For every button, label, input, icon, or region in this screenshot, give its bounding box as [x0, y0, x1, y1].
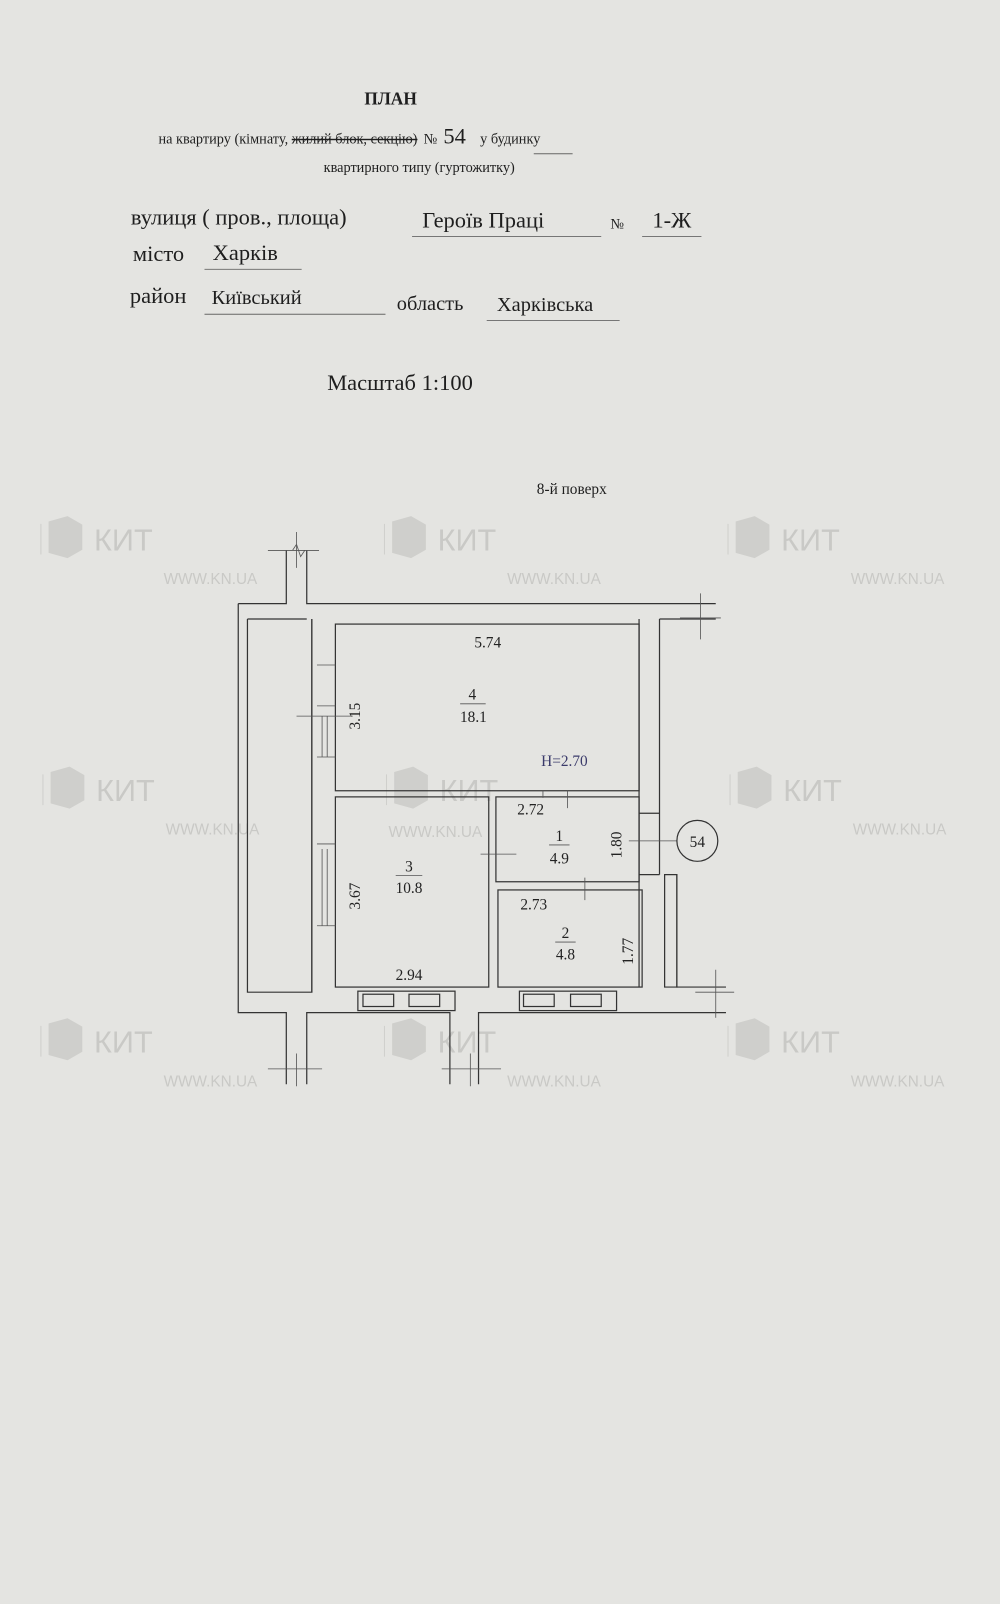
street-value: Героїв Праці — [422, 207, 544, 232]
watermark-url: WWW.KN.UA — [851, 1073, 945, 1090]
inner-walls — [311, 618, 678, 993]
header-line-2: квартирного типу (гуртожитку) — [324, 160, 515, 176]
number-sign: № — [424, 132, 438, 148]
watermarks: КИТ WWW.KN.UA КИТ WWW.KN.UA КИТ WWW.KN.UA К… — [40, 516, 947, 1090]
room-4-area: 18.1 — [460, 709, 487, 726]
watermark-brand: КИТ — [438, 523, 497, 557]
break-mark — [441, 1053, 502, 1087]
balcony-doors — [316, 664, 336, 927]
watermark-logo-icon — [383, 516, 426, 559]
city-value: Харків — [213, 240, 278, 265]
watermark-logo-icon — [42, 766, 85, 809]
watermark-logo-icon — [727, 1018, 770, 1061]
street-label: вулиця ( пров., площа) — [131, 204, 347, 229]
region-value: Харківська — [497, 294, 593, 316]
dim-room2-depth: 1.77 — [620, 938, 637, 965]
room-2-number: 2 — [562, 925, 570, 942]
watermark-logo-icon — [40, 516, 83, 559]
break-mark — [267, 1053, 323, 1087]
house-number-label: № — [610, 216, 624, 232]
watermark-url: WWW.KN.UA — [853, 822, 947, 839]
dim-room1-width: 2.72 — [517, 801, 544, 818]
break-mark — [679, 593, 721, 640]
ceiling-height: H=2.70 — [541, 753, 588, 770]
floor-label: 8-й поверх — [537, 481, 607, 498]
watermark-logo-icon — [383, 1018, 426, 1061]
apartment-marker-circle — [676, 819, 719, 862]
watermark-brand: КИТ — [781, 523, 840, 557]
watermark-logo-icon — [385, 766, 428, 809]
dim-room4-width: 5.74 — [474, 635, 501, 652]
watermark-brand: КИТ — [781, 1026, 840, 1060]
floor-plan: 54 5.74 4 18.1 3.15 H=2.70 2.72 1 4.9 1.… — [237, 532, 735, 1087]
header-line1-prefix: на квартиру (кімнату, — [158, 132, 291, 148]
dim-room3-width: 2.94 — [396, 967, 423, 984]
watermark-url: WWW.KN.UA — [851, 571, 945, 588]
header-line1-suffix: у будинку — [480, 132, 541, 148]
watermark-url: WWW.KN.UA — [507, 571, 601, 588]
watermark-brand: КИТ — [783, 774, 842, 808]
room-2-area: 4.8 — [556, 946, 575, 963]
watermark-url: WWW.KN.UA — [164, 1073, 258, 1090]
break-mark — [695, 969, 735, 1018]
house-number-value: 1-Ж — [652, 207, 692, 232]
dim-room1-depth: 1.80 — [609, 831, 626, 858]
apartment-marker: 54 — [690, 834, 706, 851]
header-line-1: на квартиру (кімнату, жилий блок, секцію… — [158, 124, 541, 149]
scale-label: Масштаб 1:100 — [327, 370, 473, 395]
apartment-number: 54 — [443, 124, 465, 149]
watermark-logo-icon — [40, 1018, 83, 1061]
windows — [357, 990, 618, 1012]
district-label: район — [130, 283, 187, 308]
room-1-area: 4.9 — [550, 850, 569, 867]
watermark-url: WWW.KN.UA — [389, 824, 483, 841]
watermark-brand: КИТ — [96, 774, 155, 808]
watermark-brand: КИТ — [438, 1026, 497, 1060]
watermark-url: WWW.KN.UA — [164, 571, 258, 588]
city-label: місто — [133, 241, 184, 266]
room-3-area: 10.8 — [396, 880, 423, 897]
room-2-outline — [497, 889, 643, 988]
dim-room4-depth: 3.15 — [347, 702, 364, 729]
watermark-logo-icon — [727, 516, 770, 559]
dim-room3-depth: 3.67 — [347, 882, 364, 909]
watermark-url: WWW.KN.UA — [507, 1073, 601, 1090]
watermark-logo-icon — [729, 766, 772, 809]
outer-wall — [237, 550, 726, 1085]
room-3-outline — [334, 796, 490, 988]
watermark-url: WWW.KN.UA — [166, 822, 260, 839]
watermark-brand: КИТ — [94, 1026, 153, 1060]
break-mark — [267, 532, 320, 568]
district-value: Київський — [212, 287, 302, 309]
dim-room2-width: 2.73 — [520, 896, 547, 913]
door-marks — [296, 715, 586, 901]
header-line1-struck: жилий блок, секцію) — [291, 132, 418, 148]
region-label: область — [397, 293, 464, 315]
room-3-number: 3 — [405, 859, 413, 876]
room-4-number: 4 — [469, 687, 477, 704]
watermark-brand: КИТ — [94, 523, 153, 557]
room-1-number: 1 — [555, 828, 563, 845]
document-title: ПЛАН — [364, 90, 417, 109]
